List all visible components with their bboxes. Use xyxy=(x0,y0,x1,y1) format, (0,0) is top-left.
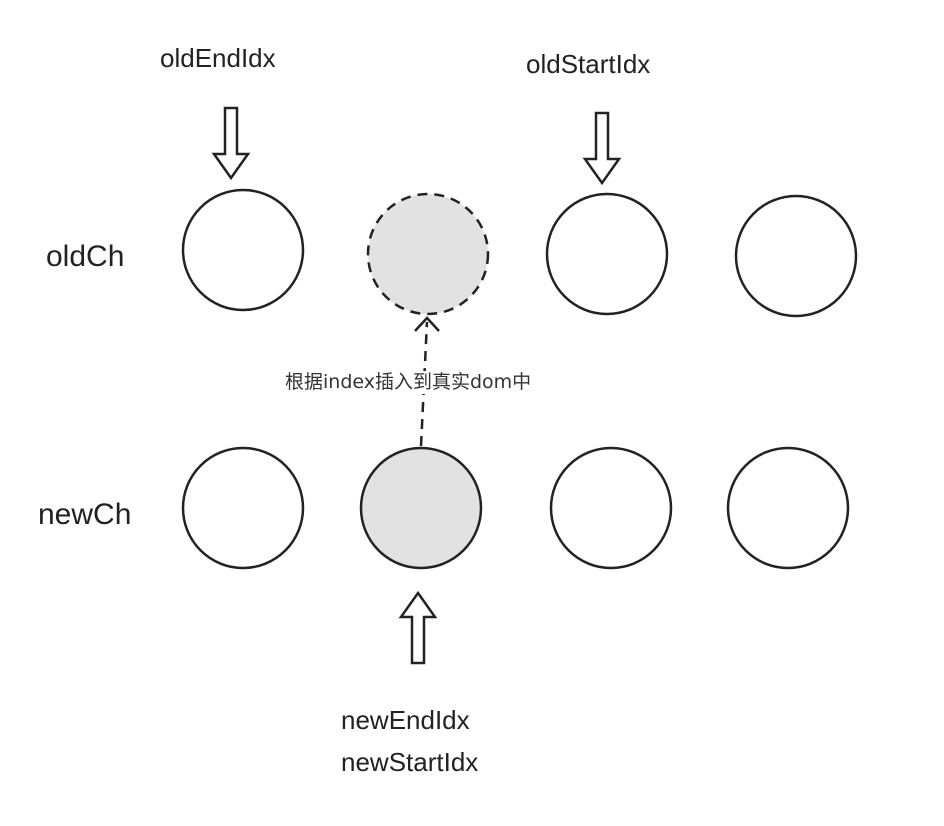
old-end-idx-label: oldEndIdx xyxy=(160,43,276,73)
old-start-pointer-arrow xyxy=(582,111,622,186)
new-children-row-label: newCh xyxy=(38,498,132,531)
new-node-current xyxy=(359,446,483,570)
new-node-1 xyxy=(181,446,305,570)
old-node-1 xyxy=(181,188,305,312)
old-node-4 xyxy=(734,194,858,318)
new-start-idx-label: newStartIdx xyxy=(341,747,479,777)
old-node-inserted-placeholder xyxy=(366,192,490,316)
new-node-4 xyxy=(726,446,850,570)
old-node-3 xyxy=(545,192,669,316)
insert-annotation: 根据index插入到真实dom中 xyxy=(281,371,536,394)
new-end-idx-label: newEndIdx xyxy=(341,705,470,735)
old-start-idx-label: oldStartIdx xyxy=(526,49,651,79)
insert-arrow-line xyxy=(419,321,429,447)
insert-arrow-head xyxy=(414,316,440,332)
old-children-row-label: oldCh xyxy=(46,240,125,273)
old-end-pointer-arrow xyxy=(211,106,251,181)
new-pointer-arrow xyxy=(398,590,438,665)
new-node-3 xyxy=(549,446,673,570)
